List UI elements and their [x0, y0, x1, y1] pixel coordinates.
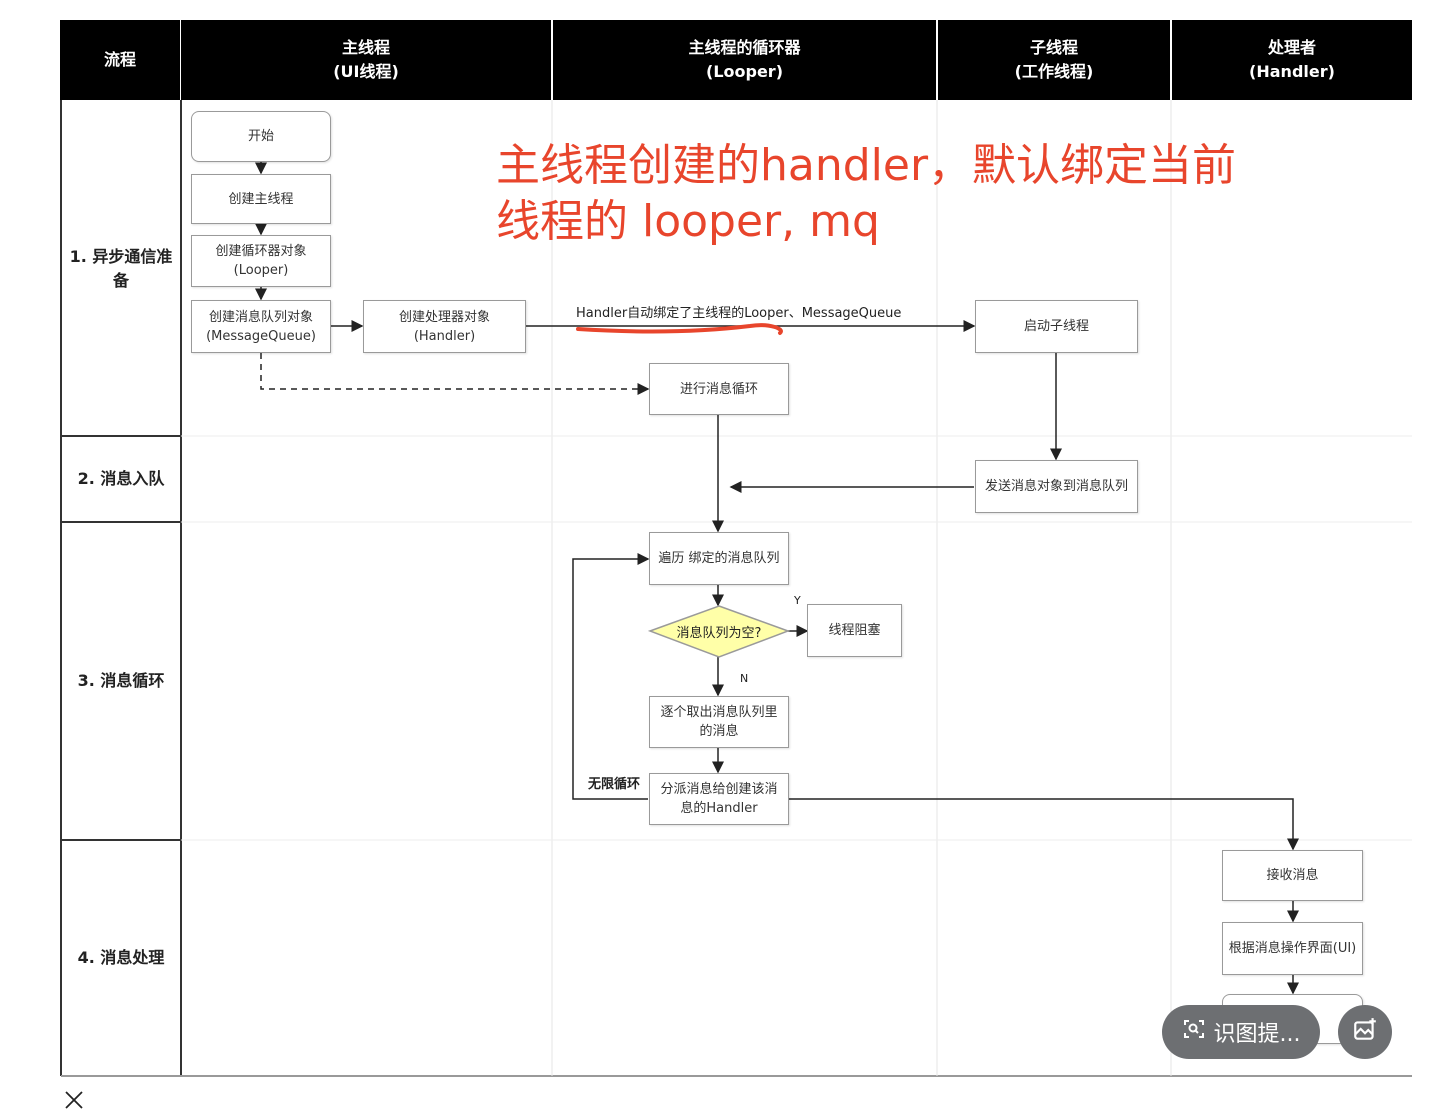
header-main-thread: 主线程 (UI线程)	[181, 20, 551, 100]
header-child-line2: (工作线程)	[1014, 62, 1094, 81]
node-create-mq-line1: 创建消息队列对象	[208, 309, 313, 325]
node-send-message: 发送消息对象到消息队列	[975, 460, 1138, 513]
header-handler: 处理者 (Handler)	[1172, 20, 1412, 100]
node-dispatch-line2: 息的Handler	[680, 801, 758, 816]
node-create-looper-line1: 创建循环器对象	[215, 244, 307, 259]
header-looper-line1: 主线程的循环器	[688, 38, 801, 57]
node-thread-blocked: 线程阻塞	[807, 604, 902, 657]
red-annotation-line1: 主线程创建的handler，默认绑定当前	[496, 140, 1237, 191]
node-receive-message: 接收消息	[1222, 850, 1363, 901]
node-create-mq-line2: (MessageQueue)	[206, 328, 316, 344]
node-queue-empty-decision	[648, 605, 790, 658]
lane-async-prep: 1. 异步通信准 备	[62, 102, 180, 436]
edge-label-yes: Y	[794, 594, 801, 607]
edge-label-no: N	[740, 672, 749, 685]
header-looper-line2: (Looper)	[706, 62, 783, 81]
red-annotation: 主线程创建的handler，默认绑定当前 线程的 looper, mq	[496, 138, 1316, 250]
node-start: 开始	[191, 111, 331, 162]
node-dispatch-line1: 分派消息给创建该消	[660, 782, 778, 797]
node-create-handler: 创建处理器对象 (Handler)	[363, 300, 526, 353]
node-enter-loop: 进行消息循环	[649, 363, 789, 415]
header-child-thread: 子线程 (工作线程)	[938, 20, 1170, 100]
node-create-handler-line2: (Handler)	[413, 328, 476, 344]
close-button[interactable]	[62, 1090, 86, 1114]
header-process: 流程	[60, 20, 180, 100]
header-handler-line2: (Handler)	[1249, 62, 1335, 81]
node-create-handler-line1: 创建处理器对象	[398, 309, 490, 325]
node-queue-empty-label: 消息队列为空?	[676, 626, 762, 641]
ocr-button-label: 识图提...	[1213, 1022, 1301, 1047]
edge-label-handler-binding: Handler自动绑定了主线程的Looper、MessageQueue	[576, 306, 902, 321]
node-take-line2: 的消息	[699, 724, 739, 739]
header-main-line1: 主线程	[341, 38, 390, 57]
node-dispatch-message: 分派消息给创建该消 息的Handler	[649, 773, 789, 825]
node-create-message-queue: 创建消息队列对象 (MessageQueue)	[191, 300, 331, 353]
node-update-ui: 根据消息操作界面(UI)	[1222, 922, 1363, 975]
node-create-looper-line2: (Looper)	[233, 263, 289, 278]
node-take-messages: 逐个取出消息队列里 的消息	[649, 696, 789, 748]
header-process-label: 流程	[103, 50, 136, 69]
red-annotation-line2: 线程的 looper, mq	[496, 196, 880, 247]
scan-text-icon	[1182, 1017, 1206, 1047]
header-main-line2: (UI线程)	[333, 62, 399, 81]
node-create-looper: 创建循环器对象 (Looper)	[191, 235, 331, 287]
header-child-line1: 子线程	[1029, 38, 1078, 57]
node-take-line1: 逐个取出消息队列里	[660, 705, 778, 720]
close-icon	[64, 1090, 84, 1114]
header-handler-line1: 处理者	[1267, 38, 1316, 57]
lane-async-prep-line2: 备	[112, 271, 129, 290]
edge-label-infinite-loop: 无限循环	[588, 777, 641, 792]
node-create-main-thread: 创建主线程	[191, 174, 331, 224]
lane-message-handling: 4. 消息处理	[77, 948, 165, 967]
lane-enqueue: 2. 消息入队	[77, 469, 165, 488]
node-traverse-queue: 遍历 绑定的消息队列	[649, 532, 789, 585]
node-start-child-thread: 启动子线程	[975, 300, 1138, 353]
image-edit-button[interactable]	[1338, 1005, 1392, 1059]
header-looper: 主线程的循环器 (Looper)	[553, 20, 936, 100]
image-edit-icon	[1352, 1017, 1378, 1047]
ocr-button[interactable]: 识图提...	[1162, 1005, 1320, 1059]
lane-async-prep-line1: 1. 异步通信准	[69, 247, 173, 266]
lane-message-loop: 3. 消息循环	[77, 671, 165, 690]
